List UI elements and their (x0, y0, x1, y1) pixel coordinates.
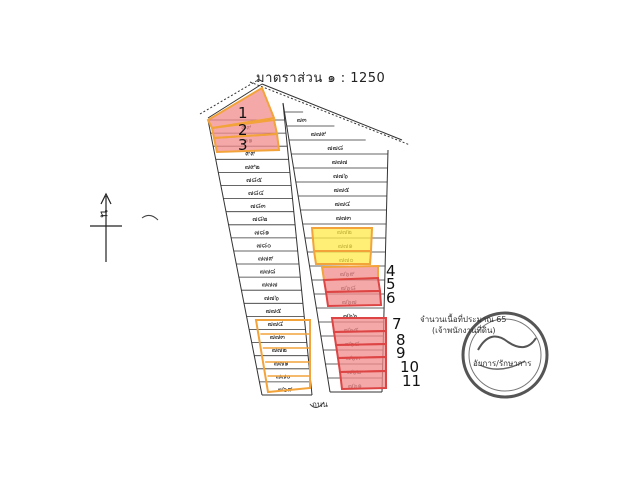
plot-number-11: 11 (402, 372, 421, 390)
left-lot-label: ๗๘๓ (250, 202, 266, 210)
left-lot-label: ๗๗๒ (272, 346, 288, 354)
plot-1-highlight (206, 86, 276, 130)
scribble-mark (141, 214, 159, 221)
left-column-outline (207, 102, 313, 396)
left-lot-label: ๗๗๕ (265, 307, 281, 315)
plot-number-9: 9 (396, 344, 406, 362)
plot-number-3: 3 (238, 136, 248, 154)
right-lot-label: ๗๗๖ (333, 172, 349, 180)
left-lot-label: ๗๗๙ (258, 255, 274, 263)
north-label: น (97, 209, 112, 218)
left-lot-rows: ๙๙๑๑๙๙๗๙๒๗๘๕๗๘๔๗๘๓๗๘๒๗๘๑๗๘๐๗๗๙๗๗๘๗๗๗๗๗๖๗… (208, 119, 311, 394)
left-lot-label: ๗๗๖ (264, 294, 280, 302)
plot-number-4: 4 (386, 262, 396, 280)
north-arrow-icon (90, 192, 122, 262)
plot-10-highlight (336, 355, 387, 374)
plot-number-7: 7 (392, 315, 402, 333)
right-lot-label: ๗๗๓ (336, 214, 352, 222)
bottom-road-label: ถนน (312, 400, 328, 409)
plot-number-8: 8 (396, 331, 406, 349)
stamp-title-text: อัยการ/รักษาการ (473, 359, 532, 368)
yellow-plot-upper (310, 227, 374, 252)
left-lot-label: ๗๗๔ (267, 320, 283, 328)
left-lot-label: ๗๗๑ (274, 359, 289, 367)
left-lot-label: ๗๘๐ (256, 241, 271, 249)
plot-7-highlight (330, 317, 387, 334)
plot-6-highlight (324, 289, 383, 308)
right-lot-label: ๗๗๗ (332, 158, 348, 166)
stamp-officer-text: (เจ้าพนักงานที่ดิน) (432, 326, 496, 335)
plot-9-highlight (334, 342, 387, 360)
scale-label: มาตราส่วน ๑ : 1250 (256, 71, 386, 86)
right-lot-label: ๗๗๕ (333, 186, 349, 194)
left-lot-label: ๗๗๓ (270, 333, 286, 341)
plot-number-5: 5 (386, 275, 396, 293)
plot-11-highlight (338, 369, 387, 391)
right-lot-label: ๗๓ (297, 116, 307, 124)
plot-number-1: 1 (238, 104, 248, 122)
highlighted-plots (206, 86, 387, 394)
plot-5-highlight (322, 276, 382, 294)
plot-number-10: 10 (400, 358, 419, 376)
left-lot-label: ๗๘๕ (246, 176, 262, 184)
official-seal-icon (461, 311, 549, 399)
left-lot-label: ๗๘๑ (254, 228, 269, 236)
orange-plot-group (254, 319, 311, 394)
scribble-mark-bottom (309, 401, 325, 408)
left-lot-label: ๗๗๘ (260, 268, 276, 276)
top-road (199, 79, 411, 146)
plot-3-highlight (212, 132, 281, 154)
stamp-area-text: จำนวนเนื้อที่ประมาณ 65 (420, 315, 507, 324)
yellow-plot-lower (312, 250, 373, 265)
right-lot-label: ๗๗๙ (311, 130, 327, 138)
right-lot-label: ๗๗๘ (327, 144, 343, 152)
left-lot-label: ๗๗๗ (262, 281, 278, 289)
plot-number-6: 6 (386, 289, 396, 307)
left-lot-label: ๙๙ (245, 150, 255, 158)
left-lot-label: ๗๙๒ (245, 163, 260, 171)
left-lot-label: ๗๘๔ (248, 189, 264, 197)
plot-number-2: 2 (238, 121, 248, 139)
right-lot-label: ๗๖๖ (343, 312, 358, 320)
left-lot-label: ๗๘๒ (252, 215, 268, 223)
plot-8-highlight (332, 329, 387, 347)
right-lot-label: ๗๗๔ (334, 200, 350, 208)
